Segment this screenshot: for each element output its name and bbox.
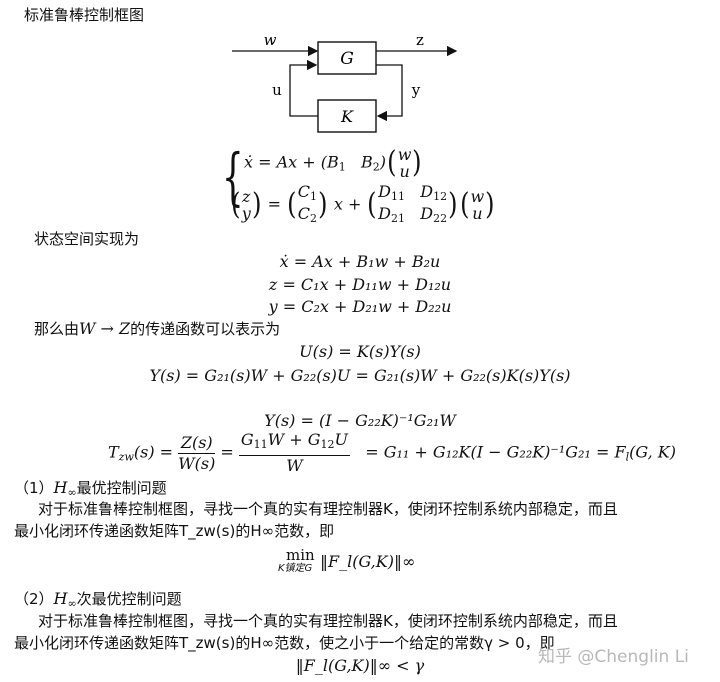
- state-eq-1: ẋ = Ax + B₁w + B₂u: [279, 252, 441, 271]
- block-g-label: G: [340, 49, 354, 69]
- eq-y-of-s: Y(s) = G₂₁(s)W + G₂₂(s)U = G₂₁(s)W + G₂₂…: [149, 366, 571, 385]
- signal-z-label: z: [416, 31, 424, 49]
- block-k: [317, 99, 377, 133]
- min-operator: min: [286, 546, 315, 564]
- problem1-heading: （1）H∞最优控制问题: [14, 478, 167, 500]
- block-k-label: K: [340, 107, 354, 126]
- state-space-label: 状态空间实现为: [34, 230, 140, 248]
- problem2-norm: ‖F_l(G,K)‖∞ < γ: [295, 656, 425, 675]
- page-title: 标准鲁棒控制框图: [24, 6, 145, 24]
- robust-control-block-diagram: G K w z u y: [232, 31, 458, 133]
- block-g: [317, 41, 377, 75]
- eq-y-solved: Y(s) = (I − G₂₂K)⁻¹G₂₁W: [264, 411, 456, 430]
- problem1-min-expression: min K镇定G ‖F_l(G,K)‖∞: [278, 546, 415, 580]
- signal-u-label: u: [272, 81, 282, 99]
- zhihu-watermark: 知乎 @Chenglin Li: [538, 647, 689, 667]
- eq-u-of-s: U(s) = K(s)Y(s): [299, 342, 421, 361]
- system-brace: {: [222, 140, 244, 213]
- state-eq-2: z = C₁x + D₁₁w + D₁₂u: [268, 275, 452, 294]
- transfer-label: 那么由W → Z的传递函数可以表示为: [34, 319, 281, 339]
- problem1-line1: 对于标准鲁棒控制框图，寻找一个真的实有理控制器K，使闭环控制系统内部稳定，而且: [38, 500, 618, 518]
- min-subscript: K镇定G: [278, 563, 313, 574]
- problem2-line2: 最小化闭环传递函数矩阵T_zw(s)的H∞范数，使之小于一个给定的常数γ > 0…: [14, 634, 555, 652]
- signal-w-label: w: [264, 31, 277, 49]
- signal-y-path: [376, 64, 403, 122]
- signal-u-path: [289, 59, 318, 117]
- signal-y-label: y: [411, 81, 421, 99]
- problem1-line2: 最小化闭环传递函数矩阵T_zw(s)的H∞范数，即: [14, 522, 335, 540]
- problem2-heading: （2）H∞次最优控制问题: [14, 589, 182, 611]
- problem1-norm: ‖F_l(G,K)‖∞: [320, 552, 416, 571]
- state-eq-3: y = C₂x + D₂₁w + D₂₂u: [268, 297, 452, 316]
- problem2-line1: 对于标准鲁棒控制框图，寻找一个真的实有理控制器K，使闭环控制系统内部稳定，而且: [38, 612, 618, 630]
